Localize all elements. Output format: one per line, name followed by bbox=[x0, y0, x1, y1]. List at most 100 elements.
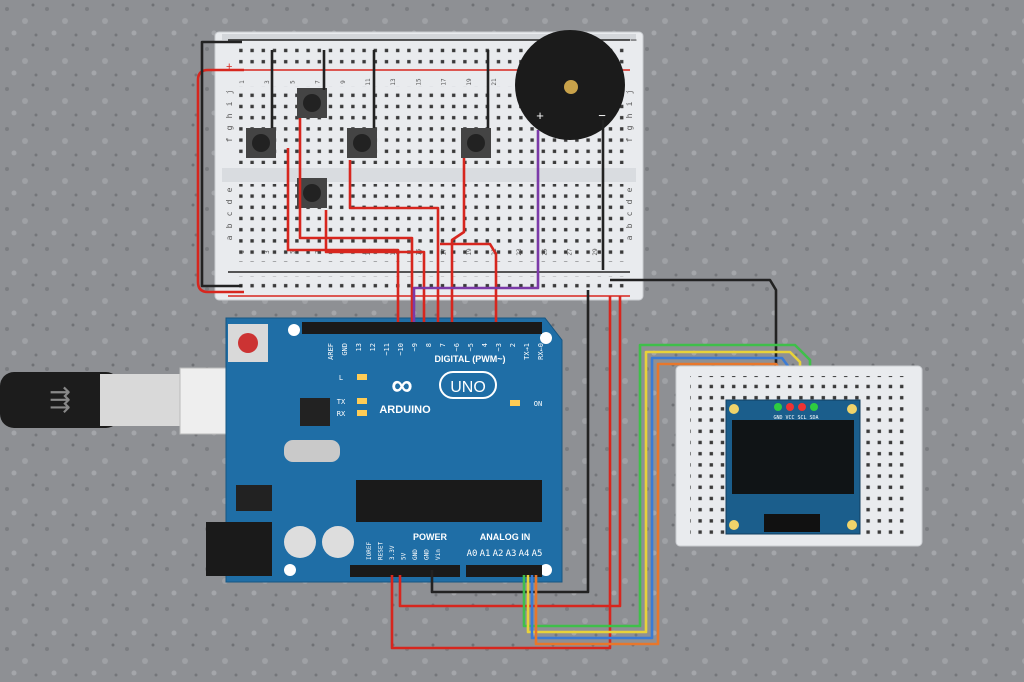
row-letter-label: j bbox=[225, 90, 234, 95]
digital-pin-label: ~3 bbox=[495, 343, 503, 351]
analog-pin-label: A1 bbox=[480, 549, 491, 559]
digital-pin-label: TX→1 bbox=[523, 343, 531, 360]
digital-pin-label: 7 bbox=[439, 343, 447, 347]
row-letter-label: c bbox=[225, 211, 234, 216]
row-letter-label: c bbox=[625, 211, 634, 216]
power-header-label: POWER bbox=[413, 532, 448, 542]
buzzer-minus-label: − bbox=[598, 108, 606, 123]
wire-red bbox=[450, 158, 466, 322]
push-button-5[interactable] bbox=[461, 128, 491, 158]
digital-pin-label: ~11 bbox=[383, 343, 391, 356]
arduino-uno-board[interactable]: ∞ ARDUINO UNO DIGITAL (PWM~) POWER ANALO… bbox=[206, 317, 563, 583]
row-letter-label: a bbox=[625, 235, 634, 240]
oled-pin-label: SCL bbox=[797, 415, 806, 421]
column-number-label: 7 bbox=[315, 80, 322, 84]
led-label: L bbox=[339, 374, 343, 382]
wire-black bbox=[200, 40, 242, 288]
row-letter-label: h bbox=[225, 113, 234, 118]
column-number-label: 25 bbox=[541, 248, 548, 256]
row-letter-label: h bbox=[625, 113, 634, 118]
model-label: UNO bbox=[450, 379, 486, 396]
push-button-3[interactable] bbox=[347, 128, 377, 158]
wire-black bbox=[430, 290, 590, 594]
arduino-logo-icon: ∞ bbox=[391, 369, 412, 402]
wire-red bbox=[398, 296, 622, 608]
rail-plus-label: + bbox=[226, 61, 232, 73]
power-pin-label: RESET bbox=[378, 542, 385, 560]
row-letter-label: i bbox=[225, 101, 234, 106]
wire-green bbox=[522, 343, 812, 628]
led-label: RX bbox=[337, 410, 346, 418]
power-pin-label: GND bbox=[412, 549, 419, 560]
column-number-label: 1 bbox=[239, 80, 246, 84]
column-number-label: 1 bbox=[239, 250, 246, 254]
row-letter-label: d bbox=[225, 199, 234, 204]
digital-pin-label: 8 bbox=[425, 343, 433, 347]
analog-pin-label: A4 bbox=[519, 549, 530, 559]
digital-pin-label: 13 bbox=[355, 343, 363, 351]
row-letter-label: a bbox=[225, 235, 234, 240]
power-pin-label: GND bbox=[424, 549, 431, 560]
row-letter-label: b bbox=[625, 223, 634, 228]
push-button-4[interactable] bbox=[297, 178, 327, 208]
digital-pin-label: AREF bbox=[327, 343, 335, 360]
analog-pin-label: A5 bbox=[532, 549, 543, 559]
row-letter-label: j bbox=[625, 90, 634, 95]
oled-pin-label: SDA bbox=[809, 415, 818, 421]
brand-label: ARDUINO bbox=[379, 404, 431, 416]
wire-yellow bbox=[526, 350, 802, 634]
row-letter-label: f bbox=[225, 137, 234, 142]
wire-red bbox=[348, 160, 440, 322]
digital-pin-label: 4 bbox=[481, 343, 489, 347]
wires bbox=[196, 40, 812, 650]
power-pin-label: 5V bbox=[401, 552, 408, 560]
analog-header-label: ANALOG IN bbox=[480, 532, 531, 542]
digital-pin-label: ~6 bbox=[453, 343, 461, 351]
push-button-2[interactable] bbox=[297, 88, 327, 118]
column-number-label: 15 bbox=[415, 78, 422, 86]
oled-display-module[interactable] bbox=[725, 399, 861, 535]
column-number-label: 11 bbox=[365, 78, 372, 86]
buzzer-plus-label: + bbox=[536, 108, 544, 123]
row-letter-label: i bbox=[625, 101, 634, 106]
led-label: ON bbox=[534, 400, 542, 408]
column-number-label: 9 bbox=[340, 80, 347, 84]
push-button-1[interactable] bbox=[246, 128, 276, 158]
wire-red bbox=[286, 148, 400, 322]
led-label: TX bbox=[337, 398, 346, 406]
digital-pin-label: 12 bbox=[369, 343, 377, 351]
column-number-label: 17 bbox=[441, 78, 448, 86]
wire-black bbox=[610, 278, 778, 404]
row-letter-label: b bbox=[225, 223, 234, 228]
analog-pin-label: A2 bbox=[493, 549, 504, 559]
wire-red bbox=[390, 296, 612, 650]
usb-icon: ⇶ bbox=[49, 384, 71, 414]
column-number-label: 29 bbox=[592, 248, 599, 256]
power-pin-label: 3.3V bbox=[389, 545, 396, 560]
column-number-label: 23 bbox=[516, 248, 523, 256]
column-number-label: 5 bbox=[289, 250, 296, 254]
row-letter-label: e bbox=[625, 187, 634, 192]
row-letter-label: g bbox=[625, 125, 634, 130]
row-letter-label: e bbox=[225, 187, 234, 192]
column-number-label: 3 bbox=[264, 250, 271, 254]
wire-red bbox=[298, 118, 414, 322]
power-pin-label: Vin bbox=[435, 549, 442, 560]
column-number-label: 17 bbox=[441, 248, 448, 256]
digital-pin-label: ~5 bbox=[467, 343, 475, 351]
row-letter-label: g bbox=[225, 125, 234, 130]
column-number-label: 7 bbox=[315, 250, 322, 254]
row-letter-label: d bbox=[625, 199, 634, 204]
oled-pin-label: GND bbox=[773, 415, 782, 421]
column-number-label: 5 bbox=[289, 80, 296, 84]
digital-pin-label: RX←0 bbox=[537, 343, 545, 360]
rail-minus-label: − bbox=[630, 33, 637, 47]
digital-pin-label: GND bbox=[341, 343, 349, 356]
usb-cable: ⇶ bbox=[0, 367, 266, 435]
column-number-label: 13 bbox=[390, 78, 397, 86]
column-number-label: 21 bbox=[491, 78, 498, 86]
piezo-buzzer[interactable]: + − bbox=[515, 30, 625, 140]
